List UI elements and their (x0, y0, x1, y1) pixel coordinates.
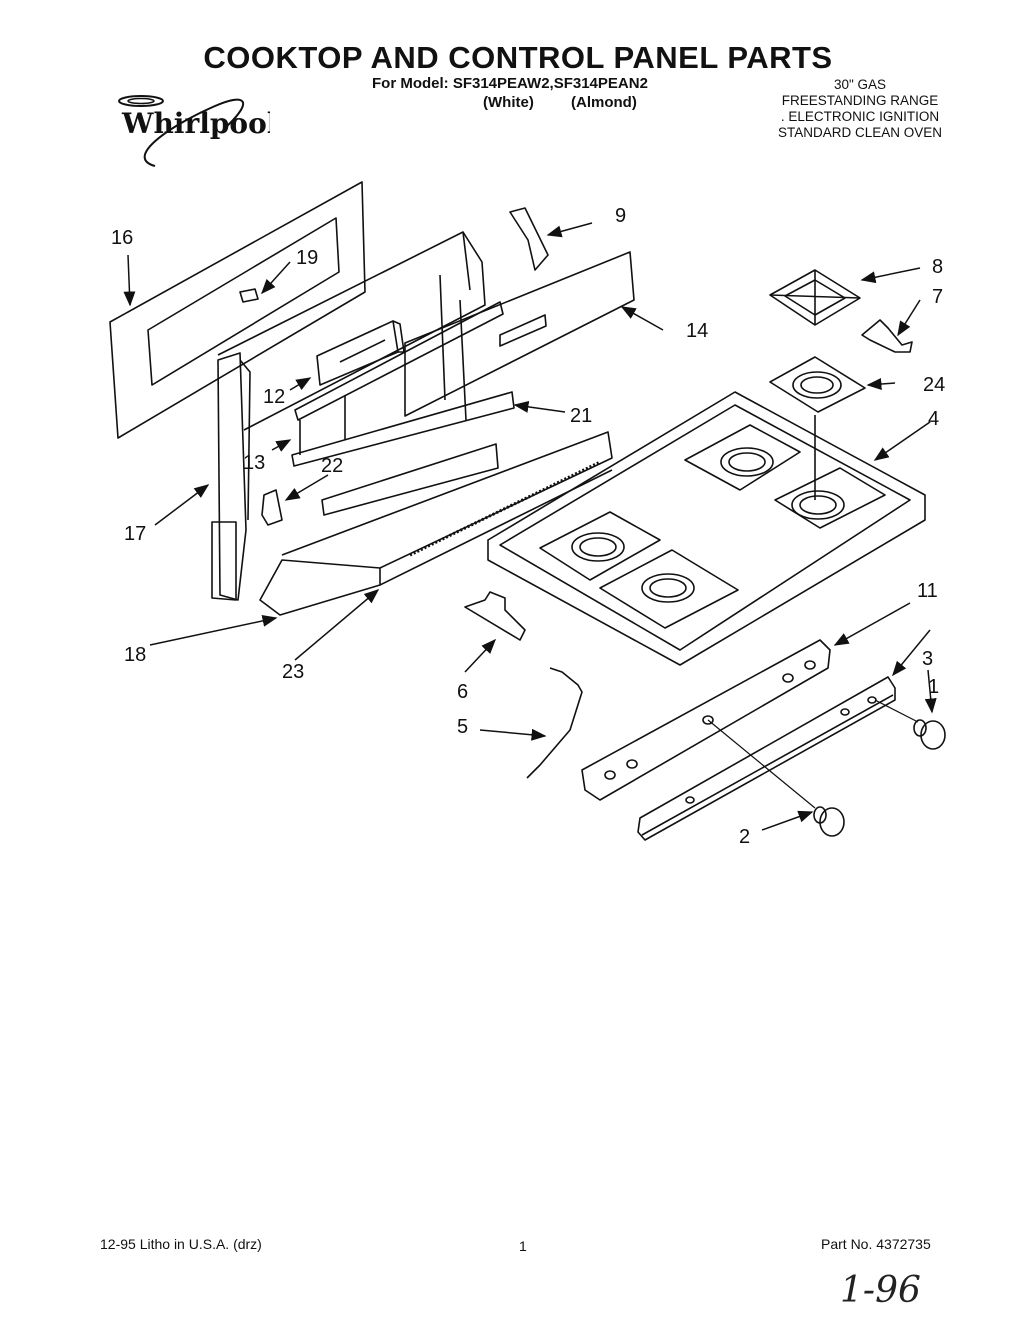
callout-16: 16 (111, 227, 133, 249)
callout-6: 6 (457, 681, 468, 703)
cooktop-burner-openings (571, 447, 845, 603)
callout-19: 19 (296, 247, 318, 269)
part-8-grate (769, 269, 861, 326)
callout-21: 21 (570, 405, 592, 427)
callout-labels: 1 2 3 4 5 6 7 8 9 11 12 13 14 16 17 18 1… (111, 205, 945, 848)
range-specification: 30" GAS FREESTANDING RANGE . ELECTRONIC … (760, 77, 960, 141)
svg-text:Whirlpool: Whirlpool (121, 107, 270, 140)
part-number: Part No. 4372735 (821, 1236, 931, 1252)
spec-line: FREESTANDING RANGE (781, 93, 939, 108)
callout-14: 14 (686, 320, 708, 342)
spec-line: . ELECTRONIC IGNITION (780, 109, 940, 124)
callout-8: 8 (932, 256, 943, 278)
callout-12: 12 (263, 386, 285, 408)
part-1-panel-bracket (637, 676, 896, 841)
color-white-label: (White) (483, 94, 534, 111)
callout-23: 23 (282, 661, 304, 683)
part-12-control-module (316, 320, 405, 386)
part-6-bracket (464, 591, 526, 641)
callout-11: 11 (917, 580, 938, 602)
spec-line: 30" GAS (833, 77, 887, 92)
part-3-knob (913, 719, 946, 750)
part-9-bracket (509, 207, 549, 271)
callout-4: 4 (928, 408, 939, 430)
callout-7: 7 (932, 286, 943, 308)
litho-note: 12-95 Litho in U.S.A. (drz) (100, 1236, 262, 1252)
callout-2: 2 (739, 826, 750, 848)
callout-3: 3 (922, 648, 933, 670)
callout-18: 18 (124, 644, 146, 666)
page-number: 1 (519, 1238, 527, 1254)
page-title: COOKTOP AND CONTROL PANEL PARTS (203, 40, 833, 75)
part-11-control-panel-front (581, 639, 831, 801)
part-5-igniter-wire (526, 667, 583, 779)
part-2-knob (813, 806, 845, 837)
part-14-control-panel (404, 251, 635, 417)
color-almond-label: (Almond) (571, 94, 637, 111)
callout-5: 5 (457, 716, 468, 738)
callout-1: 1 (928, 676, 939, 698)
whirlpool-logo: Whirlpool (118, 95, 270, 167)
part-23-vent-trim (259, 431, 613, 616)
part-7-clip (861, 319, 913, 353)
part-17-end-cap (211, 352, 251, 601)
handwritten-date-note: 1-96 (840, 1270, 921, 1311)
callout-22: 22 (321, 455, 343, 477)
callout-9: 9 (615, 205, 626, 227)
part-24-burner-pan (769, 356, 866, 500)
part-22-bracket (261, 489, 283, 526)
part-13-21-brackets (291, 301, 515, 467)
model-numbers: For Model: SF314PEAW2,SF314PEAN2 (372, 75, 648, 92)
callout-17: 17 (124, 523, 146, 545)
part-4-cooktop (487, 391, 926, 666)
callout-13: 13 (243, 452, 265, 474)
part-19-clip (239, 288, 259, 303)
part-16-rear-panel (109, 181, 366, 439)
callout-24: 24 (923, 374, 945, 396)
spec-line: STANDARD CLEAN OVEN (777, 125, 943, 140)
